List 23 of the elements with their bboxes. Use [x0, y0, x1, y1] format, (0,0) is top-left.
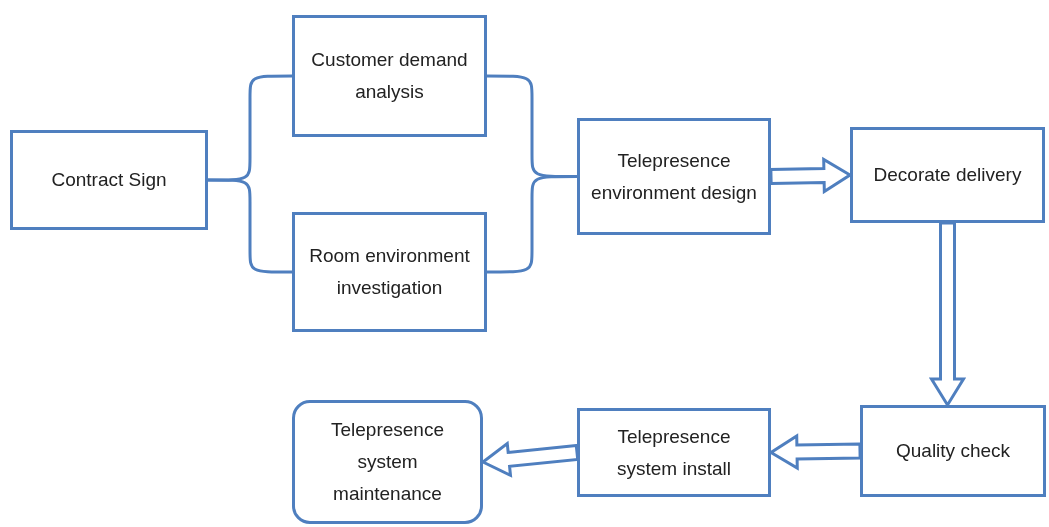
process-box: [850, 127, 1045, 223]
step-label: Telepresence system install: [616, 424, 732, 481]
process-box: [577, 408, 771, 497]
step-label: Decorate delivery: [873, 163, 1022, 187]
process-box: [10, 130, 208, 230]
step-label: Customer demand analysis: [310, 48, 469, 104]
process-box: [577, 118, 771, 235]
process-box: [292, 212, 487, 332]
brace-connector: [487, 175, 577, 274]
process-box: [292, 15, 487, 137]
step-label: Quality check: [895, 439, 1010, 463]
brace-connector: [208, 74, 292, 182]
process-box: [292, 400, 483, 524]
hollow-arrow: [480, 440, 580, 478]
process-box: [860, 405, 1046, 497]
hollow-arrow: [769, 156, 853, 195]
step-label: Telepresence system maintenance: [330, 418, 445, 506]
hollow-arrow: [928, 221, 967, 408]
step-label: Telepresence environment design: [590, 148, 758, 205]
step-label: Contract Sign: [51, 168, 167, 192]
step-label: Room environment investigation: [308, 244, 471, 300]
hollow-arrow: [768, 433, 862, 471]
brace-connector: [208, 178, 292, 274]
